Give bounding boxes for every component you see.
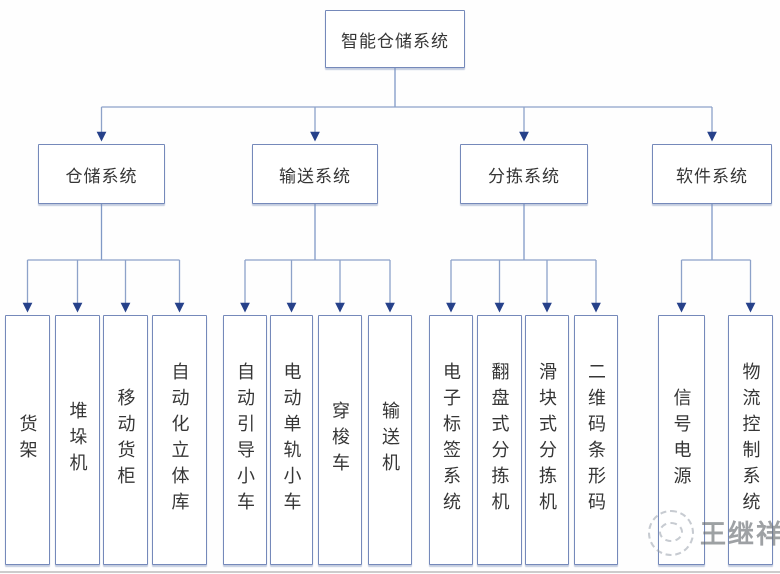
leaf-label: 物流控制系统 bbox=[740, 362, 761, 518]
leaf-node-tilt-tray-sorter: 翻盘式分拣机 bbox=[477, 315, 522, 565]
leaf-label: 翻盘式分拣机 bbox=[489, 362, 510, 518]
leaf-label: 移动货柜 bbox=[115, 388, 136, 492]
leaf-node-qr-barcode: 二维码条形码 bbox=[574, 315, 618, 565]
watermark-text: 王继祥 bbox=[700, 519, 780, 549]
bottom-edge-divider bbox=[0, 571, 780, 573]
leaf-node-conveyor: 输送机 bbox=[368, 315, 412, 565]
leaf-label: 自动化立体库 bbox=[169, 362, 190, 518]
leaf-label: 货架 bbox=[17, 414, 38, 466]
leaf-label: 输送机 bbox=[380, 401, 400, 479]
branch-node-software-system: 软件系统 bbox=[652, 144, 772, 204]
leaf-node-shuttle-car: 穿梭车 bbox=[318, 315, 362, 565]
leaf-label: 堆垛机 bbox=[67, 401, 88, 479]
leaf-node-automated-3d-warehouse: 自动化立体库 bbox=[152, 315, 207, 565]
branch-node-conveying-system: 输送系统 bbox=[252, 144, 378, 204]
leaf-label: 滑块式分拣机 bbox=[537, 362, 557, 518]
leaf-label: 电动单轨小车 bbox=[281, 362, 302, 518]
leaf-node-agv: 自动引导小车 bbox=[223, 315, 267, 565]
leaf-label: 信号电源 bbox=[671, 388, 692, 492]
leaf-node-electric-monorail-trolley: 电动单轨小车 bbox=[270, 315, 313, 565]
leaf-label: 二维码条形码 bbox=[586, 362, 606, 518]
stamp-circle-icon bbox=[648, 509, 694, 556]
leaf-node-logistics-control-system: 物流控制系统 bbox=[728, 315, 773, 565]
leaf-node-rack: 货架 bbox=[5, 315, 50, 565]
root-node-intelligent-warehouse-system: 智能仓储系统 bbox=[325, 10, 465, 68]
leaf-label: 电子标签系统 bbox=[441, 362, 461, 518]
leaf-node-mobile-container: 移动货柜 bbox=[103, 315, 148, 565]
leaf-label: 穿梭车 bbox=[330, 401, 350, 479]
branch-node-storage-system: 仓储系统 bbox=[38, 144, 165, 204]
leaf-node-electronic-label-system: 电子标签系统 bbox=[429, 315, 473, 565]
leaf-node-slide-shoe-sorter: 滑块式分拣机 bbox=[525, 315, 569, 565]
watermark: 王继祥 bbox=[648, 505, 780, 560]
branch-node-sorting-system: 分拣系统 bbox=[460, 144, 588, 204]
leaf-label: 自动引导小车 bbox=[235, 362, 255, 518]
leaf-node-stacker-crane: 堆垛机 bbox=[55, 315, 100, 565]
